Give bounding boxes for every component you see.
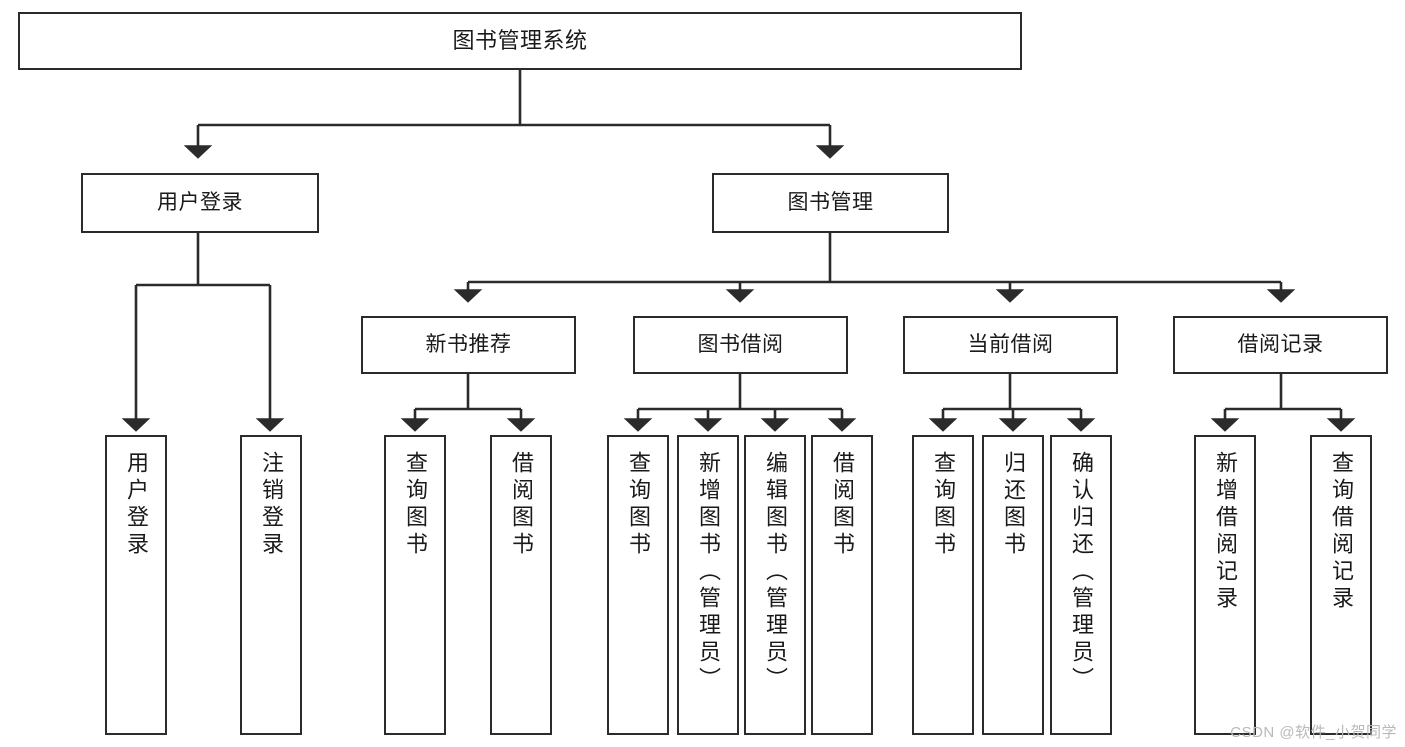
node-book-manage-label: 图书管理 <box>787 190 874 214</box>
node-leaf-borrow-book-2[interactable]: 借阅图书 <box>811 435 873 735</box>
node-book-borrow[interactable]: 图书借阅 <box>633 316 848 374</box>
node-leaf-user-logout-label: 注销登录 <box>259 451 284 559</box>
node-leaf-return-book-label: 归还图书 <box>1001 451 1026 559</box>
node-leaf-return-book[interactable]: 归还图书 <box>982 435 1044 735</box>
node-leaf-query-record-label: 查询借阅记录 <box>1329 451 1354 613</box>
node-leaf-edit-book[interactable]: 编辑图书（管理员） <box>744 435 806 735</box>
node-leaf-edit-book-label: 编辑图书（管理员） <box>763 451 788 694</box>
node-leaf-borrow-book-1[interactable]: 借阅图书 <box>490 435 552 735</box>
node-leaf-user-login[interactable]: 用户登录 <box>105 435 167 735</box>
node-leaf-borrow-book-2-label: 借阅图书 <box>830 451 855 559</box>
node-user-login[interactable]: 用户登录 <box>81 173 319 233</box>
node-leaf-borrow-book-1-label: 借阅图书 <box>509 451 534 559</box>
node-leaf-query-book-3-label: 查询图书 <box>931 451 956 559</box>
node-leaf-user-logout[interactable]: 注销登录 <box>240 435 302 735</box>
node-book-manage[interactable]: 图书管理 <box>712 173 949 233</box>
node-new-book-rec[interactable]: 新书推荐 <box>361 316 576 374</box>
node-leaf-confirm-return-label: 确认归还（管理员） <box>1069 451 1094 694</box>
node-book-borrow-label: 图书借阅 <box>697 332 784 356</box>
node-new-book-rec-label: 新书推荐 <box>425 332 512 356</box>
node-leaf-add-record-label: 新增借阅记录 <box>1213 451 1238 613</box>
node-borrow-record-label: 借阅记录 <box>1237 332 1324 356</box>
node-leaf-user-login-label: 用户登录 <box>124 451 149 559</box>
node-root[interactable]: 图书管理系统 <box>18 12 1022 70</box>
node-leaf-add-book-label: 新增图书（管理员） <box>696 451 721 694</box>
node-leaf-query-book-2-label: 查询图书 <box>626 451 651 559</box>
node-leaf-query-book-2[interactable]: 查询图书 <box>607 435 669 735</box>
node-current-borrow-label: 当前借阅 <box>967 332 1054 356</box>
node-leaf-confirm-return[interactable]: 确认归还（管理员） <box>1050 435 1112 735</box>
node-leaf-query-book-3[interactable]: 查询图书 <box>912 435 974 735</box>
watermark-text: CSDN @软件_小贺同学 <box>1230 724 1397 741</box>
node-leaf-add-record[interactable]: 新增借阅记录 <box>1194 435 1256 735</box>
node-root-label: 图书管理系统 <box>452 28 588 54</box>
node-leaf-query-book-1-label: 查询图书 <box>403 451 428 559</box>
node-leaf-query-record[interactable]: 查询借阅记录 <box>1310 435 1372 735</box>
node-borrow-record[interactable]: 借阅记录 <box>1173 316 1388 374</box>
node-user-login-label: 用户登录 <box>157 190 243 214</box>
node-leaf-query-book-1[interactable]: 查询图书 <box>384 435 446 735</box>
node-leaf-add-book[interactable]: 新增图书（管理员） <box>677 435 739 735</box>
node-current-borrow[interactable]: 当前借阅 <box>903 316 1118 374</box>
